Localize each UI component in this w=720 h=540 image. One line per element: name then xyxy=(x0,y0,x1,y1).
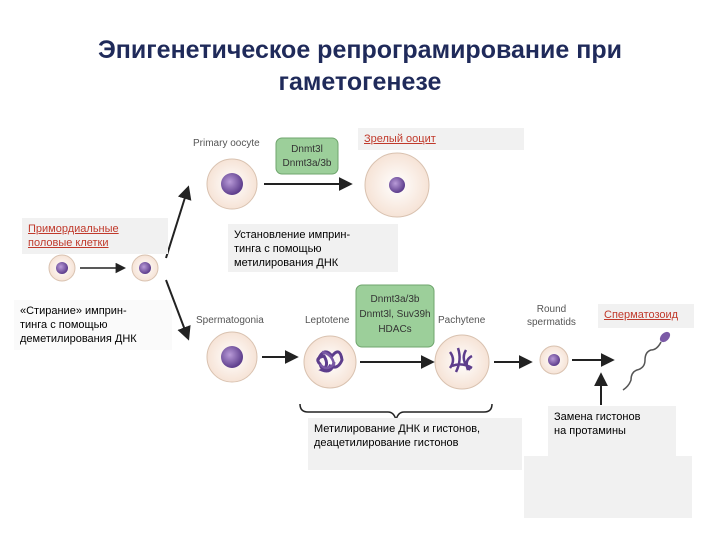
spermatogonia-cell xyxy=(206,331,258,383)
imprint-setting-line-1: Установление имприн- xyxy=(234,229,351,241)
label-meiosis-modifications: Метилирование ДНК и гистонов, деацетилир… xyxy=(308,418,522,470)
imprint-setting-line-2: тинга с помощью xyxy=(234,243,322,255)
enzyme-dnmt3a3b: Dnmt3a/3b xyxy=(283,158,332,169)
erasure-line-2: тинга с помощью xyxy=(20,319,108,331)
label-pachytene: Pachytene xyxy=(438,315,486,326)
title-line-2: гаметогенезе xyxy=(278,68,442,96)
label-protamine-replacement: Замена гистонов на протамины xyxy=(548,406,676,456)
label-mature-oocyte: Зрелый ооцит xyxy=(358,128,524,150)
erasure-line-1: «Стирание» имприн- xyxy=(20,305,127,317)
primordial-cell-left xyxy=(48,254,76,282)
label-primary-oocyte: Primary oocyte xyxy=(193,138,260,149)
protamine-label-background xyxy=(524,456,692,518)
primordial-cell-right xyxy=(131,254,159,282)
title-line-1: Эпигенетическое репрограмирование при xyxy=(98,36,622,64)
primary-oocyte-cell xyxy=(206,158,258,210)
label-imprint-erasure: «Стирание» имприн- тинга с помощью демет… xyxy=(14,300,172,350)
imprint-setting-line-3: метилирования ДНК xyxy=(234,257,339,269)
label-imprint-setting: Установление имприн- тинга с помощью мет… xyxy=(228,224,398,272)
mature-oocyte-cell xyxy=(364,152,430,218)
protamine-line-2: на протамины xyxy=(554,425,626,437)
label-primordial-germ-cells: Примордиальные половые клетки xyxy=(22,218,168,254)
spermatozoon-drawing xyxy=(622,331,671,391)
page-title: Эпигенетическое репрограмирование при га… xyxy=(40,34,680,98)
meiosis-line-2: деацетилирование гистонов xyxy=(314,437,459,449)
leptotene-cell xyxy=(303,335,357,389)
round-spermatid-cell xyxy=(539,345,569,375)
label-spermatogonia: Spermatogonia xyxy=(196,315,264,326)
round-spermatids-line-2: spermatids xyxy=(527,317,576,328)
label-round-spermatids: Round spermatids xyxy=(527,303,576,329)
protamine-line-1: Замена гистонов xyxy=(554,411,641,423)
enzyme-hdacs: HDACs xyxy=(378,324,411,335)
arrow-to-oogenesis xyxy=(165,185,192,259)
round-spermatids-line-1: Round xyxy=(536,304,567,315)
meiosis-line-1: Метилирование ДНК и гистонов, xyxy=(314,423,481,435)
oocyte-enzyme-box: Dnmt3l Dnmt3a/3b xyxy=(275,137,339,175)
label-leptotene: Leptotene xyxy=(305,315,350,326)
arrow-to-spermatogenesis xyxy=(165,279,191,341)
label-spermatozoon: Сперматозоид xyxy=(598,304,694,328)
enzyme-dnmt3l: Dnmt3l xyxy=(291,144,323,155)
sperm-enzyme-box: Dnmt3a/3b Dnmt3l, Suv39h HDACs xyxy=(355,284,435,348)
enzyme-dnmt3l-suv39h: Dnmt3l, Suv39h xyxy=(359,309,430,320)
erasure-line-3: деметилирования ДНК xyxy=(20,333,137,345)
enzyme-dnmt3a3b-sperm: Dnmt3a/3b xyxy=(371,294,420,305)
pachytene-cell xyxy=(434,334,490,390)
